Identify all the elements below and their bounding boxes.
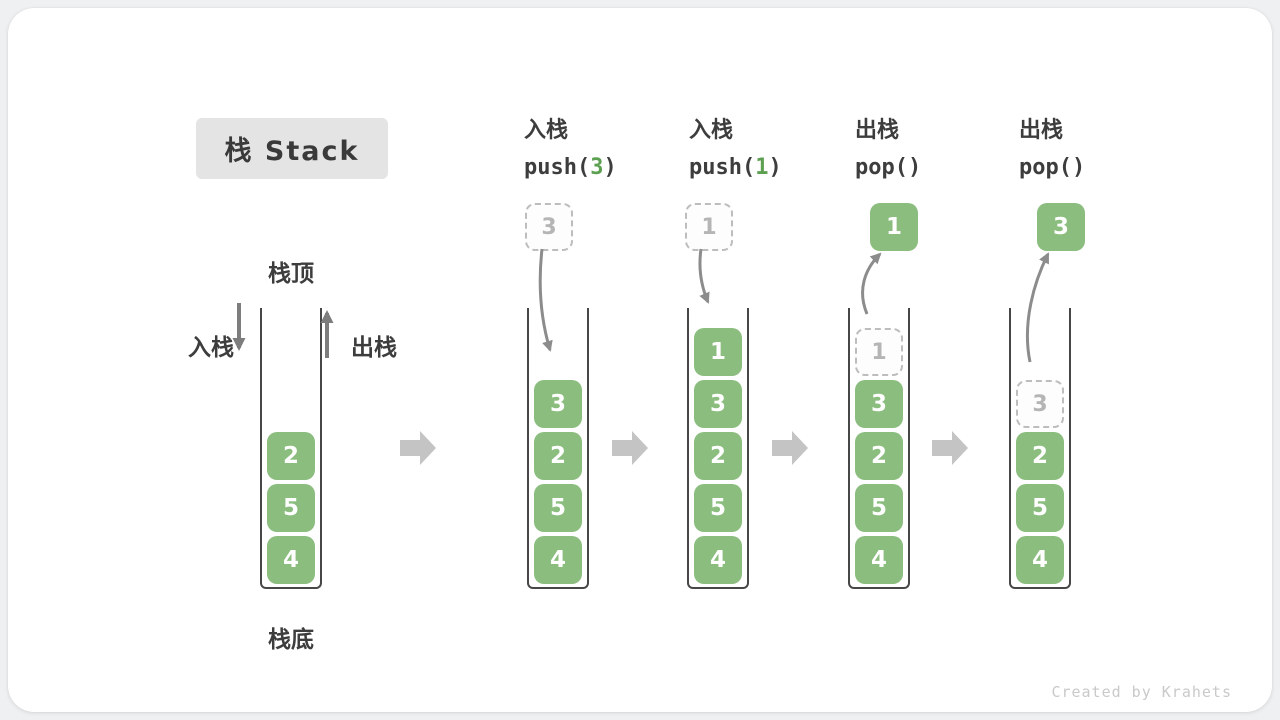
code-pre: push( bbox=[524, 155, 591, 180]
stack-cell: 4 bbox=[1016, 536, 1064, 584]
code-arg: 1 bbox=[755, 155, 769, 180]
op-label: 出栈 bbox=[855, 118, 900, 143]
stack-cell: 5 bbox=[694, 484, 742, 532]
popped-slot-dashed: 3 bbox=[1016, 380, 1064, 428]
pop-side-label: 出栈 bbox=[351, 335, 397, 361]
stack-cell: 4 bbox=[694, 536, 742, 584]
op-code: pop() bbox=[855, 155, 1035, 180]
floating-value-dashed: 1 bbox=[685, 203, 733, 251]
op-code: push(1) bbox=[689, 155, 869, 180]
code-pre: push( bbox=[689, 155, 756, 180]
code-pre: pop( bbox=[855, 155, 908, 180]
stack-cell: 2 bbox=[855, 432, 903, 480]
stack-cell: 2 bbox=[1016, 432, 1064, 480]
floating-value-solid: 1 bbox=[870, 203, 918, 251]
pop-1-arrow-icon bbox=[861, 252, 882, 315]
popped-slot-dashed: 1 bbox=[855, 328, 903, 376]
op-code: pop() bbox=[1019, 155, 1199, 180]
state-transition-arrow-icon bbox=[932, 431, 968, 465]
stack-top-label: 栈顶 bbox=[268, 261, 314, 287]
code-post: ) bbox=[907, 155, 922, 180]
stack-cell: 3 bbox=[694, 380, 742, 428]
op-label: 出栈 bbox=[1019, 118, 1064, 143]
state-transition-arrow-icon bbox=[612, 431, 648, 465]
code-post: ) bbox=[1071, 155, 1086, 180]
stack-cell: 4 bbox=[855, 536, 903, 584]
diagram-title: 栈 Stack bbox=[196, 118, 388, 179]
stack-cell: 2 bbox=[534, 432, 582, 480]
stack-bottom-label: 栈底 bbox=[268, 627, 314, 653]
stack-cell: 5 bbox=[534, 484, 582, 532]
op-header-pop-1: 出栈 pop() bbox=[855, 112, 1035, 180]
floating-value-solid: 3 bbox=[1037, 203, 1085, 251]
stack-cell: 4 bbox=[534, 536, 582, 584]
push-1-arrow-icon bbox=[698, 248, 710, 304]
stack-cell: 2 bbox=[694, 432, 742, 480]
stack-cell: 1 bbox=[694, 328, 742, 376]
op-header-push-3: 入栈 push(3) bbox=[524, 112, 704, 180]
code-arg: 3 bbox=[590, 155, 604, 180]
code-post: ) bbox=[768, 155, 782, 180]
watermark: Created by Krahets bbox=[1051, 683, 1232, 701]
code-pre: pop( bbox=[1019, 155, 1072, 180]
op-label: 入栈 bbox=[689, 118, 734, 143]
code-post: ) bbox=[603, 155, 617, 180]
floating-value-dashed: 3 bbox=[525, 203, 573, 251]
stack-cell: 3 bbox=[855, 380, 903, 428]
state-transition-arrow-icon bbox=[772, 431, 808, 465]
op-header-push-1: 入栈 push(1) bbox=[689, 112, 869, 180]
stack-cell: 2 bbox=[267, 432, 315, 480]
diagram-canvas: 栈 Stack 入栈 push(3) 入栈 push(1) 出栈 pop() 出… bbox=[8, 8, 1272, 712]
push-side-label: 入栈 bbox=[188, 335, 234, 361]
stack-cell: 5 bbox=[855, 484, 903, 532]
stack-cell: 4 bbox=[267, 536, 315, 584]
stack-cell: 3 bbox=[534, 380, 582, 428]
stack-cell: 5 bbox=[267, 484, 315, 532]
op-code: push(3) bbox=[524, 155, 704, 180]
op-header-pop-3: 出栈 pop() bbox=[1019, 112, 1199, 180]
stack-cell: 5 bbox=[1016, 484, 1064, 532]
state-transition-arrow-icon bbox=[400, 431, 436, 465]
op-label: 入栈 bbox=[524, 118, 569, 143]
